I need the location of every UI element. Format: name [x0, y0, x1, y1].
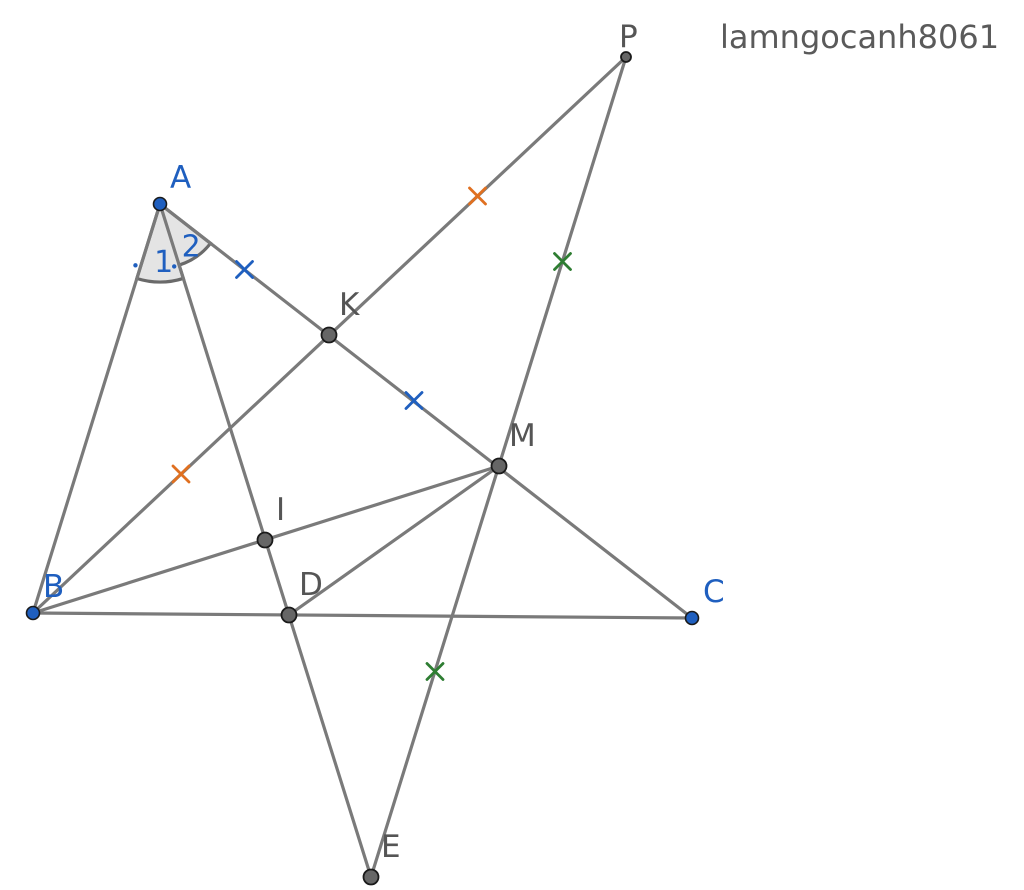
point-c[interactable] — [684, 610, 700, 626]
segment-ab — [31, 202, 162, 615]
point-d[interactable] — [280, 606, 298, 624]
point-i[interactable] — [256, 531, 274, 549]
point-label-d: D — [299, 567, 323, 603]
equal-mark-pm — [553, 252, 572, 271]
equal-mark-stroke — [425, 662, 445, 681]
equal-mark-stroke — [553, 252, 572, 271]
point-b[interactable] — [25, 605, 41, 621]
equal-mark-kp — [468, 186, 487, 206]
equal-mark-stroke — [235, 260, 254, 279]
equal-mark-ak — [235, 260, 254, 279]
equal-mark-me — [425, 662, 445, 681]
segment-dm — [287, 464, 501, 617]
segments-group — [31, 55, 694, 879]
point-e[interactable] — [362, 868, 380, 886]
point-label-k: K — [339, 287, 360, 323]
point-p[interactable] — [620, 51, 632, 63]
equal-length-marks-group — [171, 186, 572, 681]
segment-bc — [31, 611, 694, 620]
point-label-i: I — [276, 492, 285, 528]
watermark-text: lamngocanh8061 — [720, 18, 999, 56]
point-label-p: P — [619, 19, 638, 55]
angle-dot-1 — [133, 263, 138, 268]
equal-mark-stroke — [404, 391, 424, 410]
angle-dot-2 — [172, 264, 177, 269]
point-labels-group: A B C P K M I D E — [43, 19, 725, 865]
equal-mark-bk — [171, 464, 191, 484]
point-a[interactable] — [152, 196, 168, 212]
equal-mark-stroke — [468, 186, 487, 206]
point-m[interactable] — [490, 457, 508, 475]
point-label-c: C — [703, 574, 725, 610]
point-label-e: E — [381, 829, 401, 865]
point-k[interactable] — [320, 326, 338, 344]
angle-label-1: 1 — [154, 245, 173, 280]
point-label-b: B — [43, 569, 64, 605]
equal-mark-km — [404, 391, 424, 410]
angle-label-2: 2 — [182, 230, 201, 265]
point-label-a: A — [170, 160, 191, 196]
equal-mark-stroke — [171, 464, 191, 484]
point-label-m: M — [509, 418, 536, 454]
points-group — [25, 51, 700, 886]
